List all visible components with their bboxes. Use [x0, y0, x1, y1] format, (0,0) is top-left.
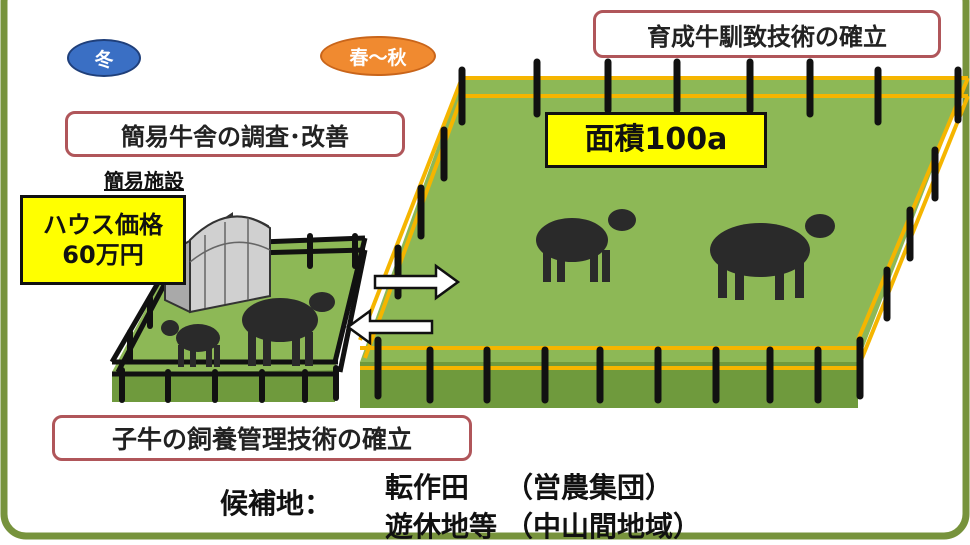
cow-calf-2 [242, 292, 335, 366]
simple-barn-title: 簡易牛舎の調査･改善 [65, 111, 405, 157]
heifer-training-text: 育成牛馴致技術の確立 [647, 22, 887, 51]
winter-pill: 冬 [67, 39, 141, 77]
house-price-line2: 60万円 [62, 241, 144, 269]
winter-label: 冬 [94, 48, 114, 71]
simple-barn-text: 簡易牛舎の調査･改善 [121, 122, 349, 151]
calf-management-text: 子牛の飼養管理技術の確立 [111, 425, 412, 454]
calf-management-title: 子牛の飼養管理技術の確立 [52, 415, 472, 461]
greenhouse-barn [164, 212, 272, 314]
spring-autumn-pill: 春～秋 [320, 36, 436, 76]
candidate-1-name: 転作田 [385, 471, 470, 504]
candidate-1-note: （営農集団） [505, 471, 674, 504]
area-box: 面積100a [545, 112, 767, 168]
simple-facility-label: 簡易施設 [104, 169, 184, 193]
cow-calf-1 [161, 320, 220, 367]
heifer-training-title: 育成牛馴致技術の確立 [593, 10, 941, 58]
cow-large-2 [710, 214, 835, 300]
arrow-left-icon [345, 308, 434, 346]
house-price-box: ハウス価格 60万円 [20, 195, 186, 285]
large-pasture [358, 58, 970, 408]
candidate-2-name: 遊休地等 [385, 510, 498, 543]
house-price-line1: ハウス価格 [43, 211, 163, 239]
arrow-right-icon [373, 263, 461, 301]
area-text: 面積100a [584, 122, 728, 158]
spring-autumn-label: 春～秋 [349, 46, 407, 69]
cow-large-1 [536, 209, 636, 282]
candidate-2-note: （中山間地域） [505, 510, 702, 543]
candidate-label: 候補地： [220, 487, 333, 520]
